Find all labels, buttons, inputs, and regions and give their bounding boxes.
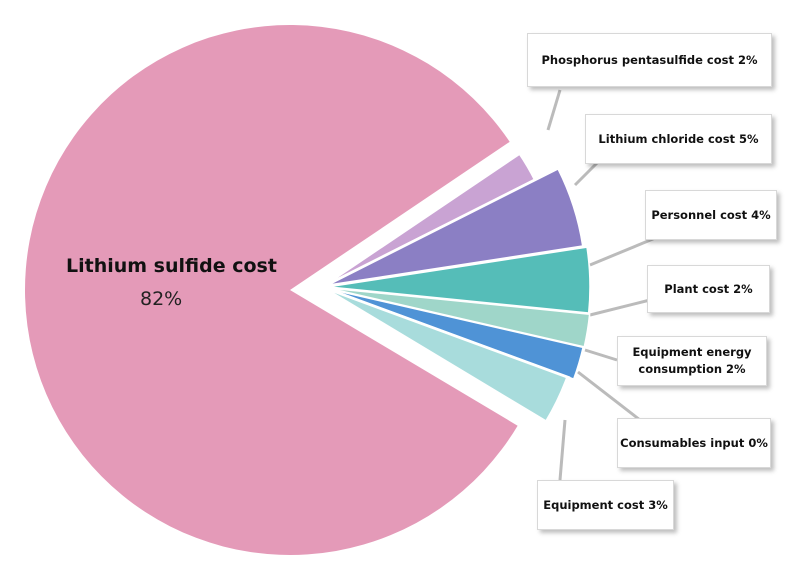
label-lithium-chloride: Lithium chloride cost 5%: [585, 114, 772, 164]
slice-6: [327, 288, 568, 422]
label-plant: Plant cost 2%: [647, 265, 770, 313]
label-consumables: Consumables input 0%: [617, 418, 771, 468]
leader-line-6: [558, 419, 567, 481]
leader-line-4: [584, 348, 618, 362]
slice-2: [327, 246, 591, 314]
leader-line-1: [573, 158, 602, 187]
slice-1: [327, 167, 584, 286]
leader-line-3: [589, 298, 651, 317]
leader-line-0: [546, 89, 562, 131]
slice-3: [327, 287, 591, 348]
label-energy: Equipment energy consumption 2%: [617, 336, 767, 386]
label-personnel: Personnel cost 4%: [645, 190, 777, 240]
label-equipment: Equipment cost 3%: [537, 480, 674, 530]
slice-lithium-sulfide: [24, 25, 518, 555]
label-phosphorus: Phosphorus pentasulfide cost 2%: [527, 33, 772, 87]
main-slice-label: Lithium sulfide cost: [66, 255, 277, 277]
main-slice-value: 82%: [140, 288, 183, 310]
leader-line-2: [589, 234, 661, 267]
leader-line-5: [577, 370, 641, 422]
slice-0: [326, 153, 536, 285]
